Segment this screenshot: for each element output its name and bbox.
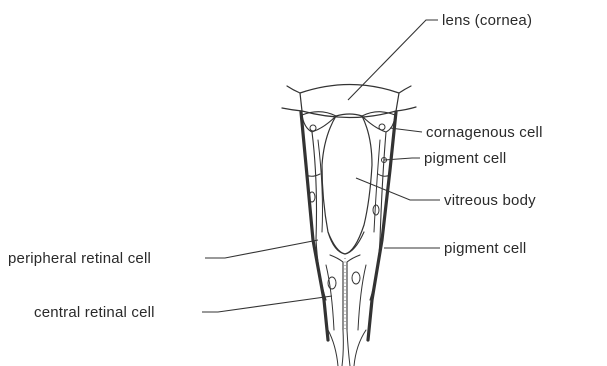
vitreous-body (322, 114, 372, 254)
label-lens-cornea: lens (cornea) (442, 12, 532, 29)
label-peripheral-retinal-cell: peripheral retinal cell (8, 250, 151, 267)
label-central-retinal-cell: central retinal cell (34, 304, 155, 321)
label-pigment-cell-lower: pigment cell (444, 240, 526, 257)
outer-walls (301, 112, 396, 340)
label-cornagenous-cell: cornagenous cell (426, 124, 543, 141)
central-retinal-cells (326, 232, 366, 366)
label-vitreous-body: vitreous body (444, 192, 536, 209)
label-pigment-cell-upper: pigment cell (424, 150, 506, 167)
